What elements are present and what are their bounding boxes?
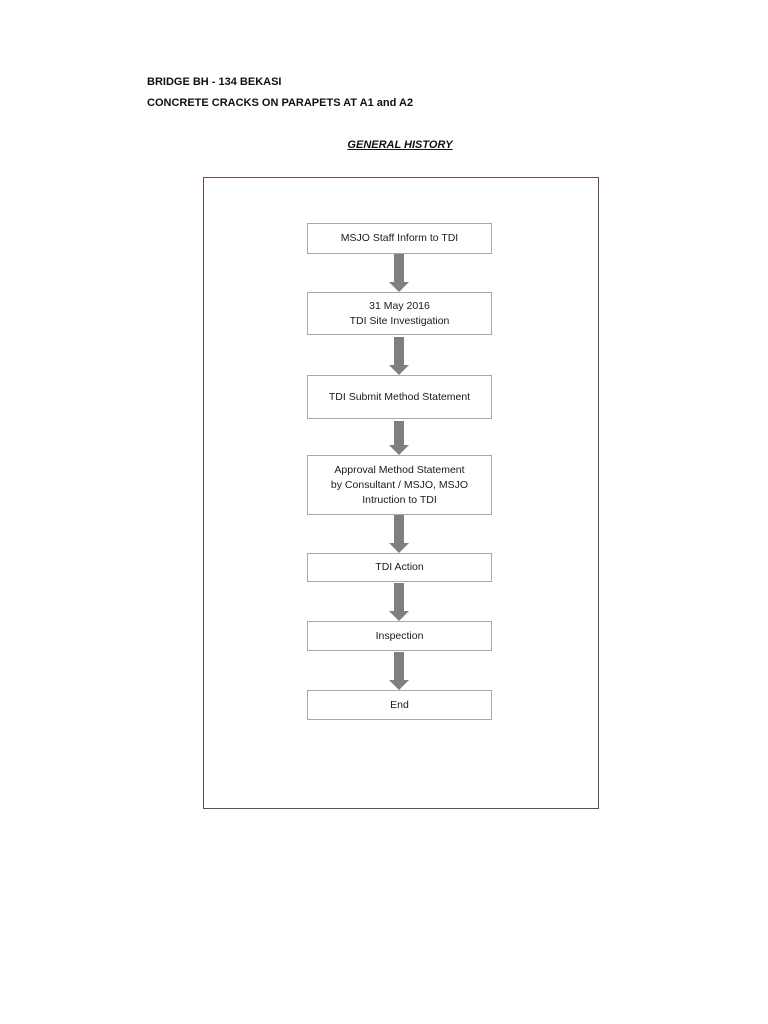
- flow-step-approval: Approval Method Statement by Consultant …: [307, 455, 492, 515]
- flow-step-site-investigation: 31 May 2016 TDI Site Investigation: [307, 292, 492, 335]
- flow-arrow-down-icon: [389, 337, 409, 375]
- flow-step-tdi-action: TDI Action: [307, 553, 492, 582]
- flow-step-text: TDI Submit Method Statement: [328, 390, 471, 403]
- flow-step-staff-inform: MSJO Staff Inform to TDI: [307, 223, 492, 254]
- flow-arrow-down-icon: [389, 421, 409, 455]
- flow-step-date: 31 May 2016: [369, 299, 430, 312]
- flow-step-text: TDI Site Investigation: [349, 314, 450, 327]
- flowchart-frame: [203, 177, 599, 809]
- flow-step-text: Approval Method Statement: [334, 463, 465, 476]
- flow-step-text: by Consultant / MSJO, MSJO: [330, 478, 469, 491]
- flow-step-text: Intruction to TDI: [362, 493, 437, 506]
- document-title: BRIDGE BH - 134 BEKASI: [147, 76, 282, 88]
- section-title: GENERAL HISTORY: [347, 139, 453, 151]
- document-subtitle: CONCRETE CRACKS ON PARAPETS AT A1 and A2: [147, 97, 414, 109]
- flow-arrow-down-icon: [389, 254, 409, 292]
- flow-step-text: TDI Action: [375, 561, 424, 573]
- flow-step-text: End: [390, 698, 409, 711]
- flow-step-inspection: Inspection: [307, 621, 492, 651]
- flow-step-text: Inspection: [375, 629, 424, 642]
- flow-arrow-down-icon: [389, 515, 409, 553]
- flow-step-text: MSJO Staff Inform to TDI: [340, 232, 459, 244]
- flow-arrow-down-icon: [389, 583, 409, 621]
- flow-step-end: End: [307, 690, 492, 720]
- flow-arrow-down-icon: [389, 652, 409, 690]
- flow-step-submit-method-statement: TDI Submit Method Statement: [307, 375, 492, 419]
